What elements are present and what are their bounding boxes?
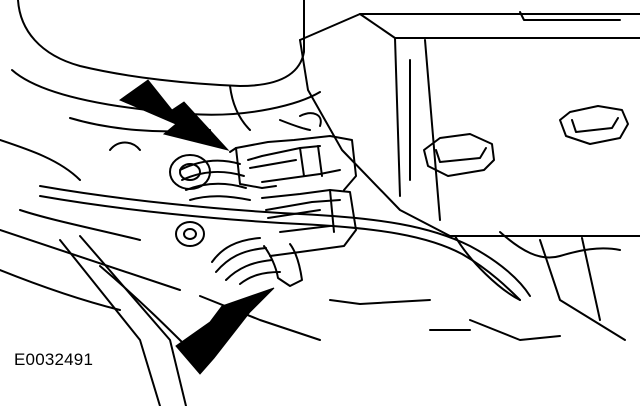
- wire-tie: [263, 243, 303, 287]
- arrow-upper-connector: [118, 79, 230, 151]
- figure-id-label: E0032491: [14, 350, 94, 369]
- grommet: [169, 154, 211, 247]
- lower-connector: [261, 189, 357, 257]
- callout-arrows: [118, 79, 275, 375]
- module-box: [299, 11, 640, 237]
- upper-connector: [229, 135, 357, 191]
- arrow-lower-connector: [175, 287, 275, 375]
- wire-harness-long: [39, 185, 531, 301]
- lower-bracket: [429, 231, 626, 341]
- module-clips: [423, 105, 629, 177]
